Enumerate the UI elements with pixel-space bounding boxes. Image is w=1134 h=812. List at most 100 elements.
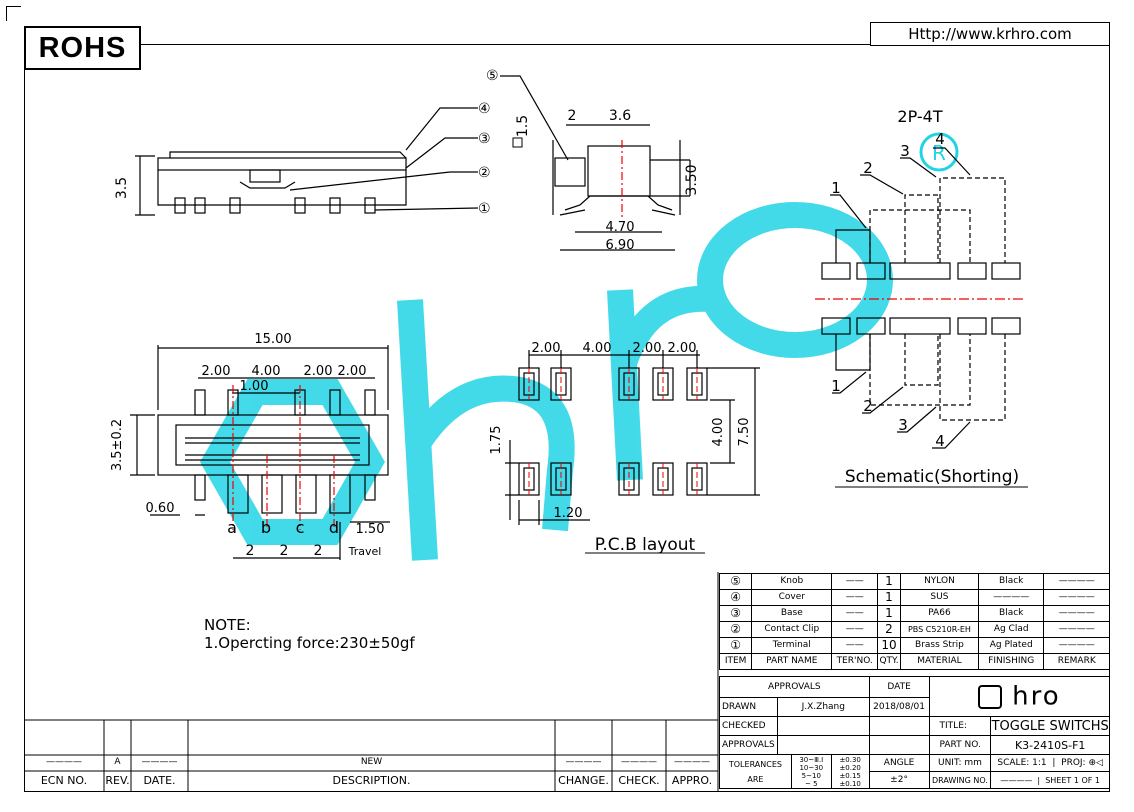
schematic-top-3: 3 — [900, 142, 910, 160]
schematic-top-1: 1 — [831, 179, 841, 197]
logo-text: hro — [1012, 681, 1061, 711]
pcb-dim-7-50: 7.50 — [737, 418, 752, 447]
schematic-bottom-2: 2 — [863, 397, 873, 415]
projection-icon: ⊕◁ — [1088, 757, 1103, 768]
bom-qty: 2 — [877, 621, 901, 638]
bom-part: Knob — [751, 573, 833, 590]
unit-label: UNIT: mm — [928, 754, 992, 772]
approvals-value — [776, 735, 870, 755]
bom-header-remark: REMARK — [1043, 653, 1110, 670]
rev-ecn-value: ———— — [46, 757, 82, 767]
corner-mark — [6, 6, 21, 21]
angle-value: ±2° — [868, 771, 930, 789]
revision-block-lines — [24, 572, 719, 792]
side-view — [135, 107, 479, 216]
section-dim-4-70: 4.70 — [606, 220, 635, 235]
watermark-o — [697, 202, 893, 358]
bom-material: Brass Strip — [899, 637, 979, 654]
tol-range: 10~30 — [799, 763, 824, 772]
bom-header-item: ITEM — [718, 653, 753, 670]
bom-remark: ———— — [1043, 621, 1110, 638]
bom-part: Contact Clip — [751, 621, 833, 638]
bom-material: SUS — [899, 589, 979, 606]
bom-remark: ———— — [1043, 573, 1110, 590]
tol-ranges: 30~Ⅲ.I 10~30 5~10 ~ 5 — [790, 754, 832, 789]
bom-part: Cover — [751, 589, 833, 606]
step-1: 2 — [246, 543, 255, 559]
drawing-frame — [24, 44, 1110, 792]
bom-ter: —— — [831, 573, 879, 590]
title-value: TOGGLE SWITCHS — [990, 716, 1110, 736]
top-dim-4-00: 4.00 — [252, 364, 281, 379]
bom-finish: Black — [977, 573, 1045, 590]
top-view — [130, 345, 390, 560]
top-dim-3-5: 3.5±0.2 — [110, 419, 125, 471]
section-dim-1-5: 1.5 — [515, 115, 531, 137]
bom-part: Base — [751, 605, 833, 622]
approvals-header: APPROVALS — [719, 676, 870, 698]
rev-change-value: ———— — [565, 757, 602, 767]
balloon-3: ③ — [478, 131, 491, 147]
balloon-5: ⑤ — [486, 68, 499, 84]
step-2: 2 — [280, 543, 289, 559]
note-line-1: 1.Opercting force:230±50gf — [204, 634, 415, 652]
section-box-symbol — [512, 137, 523, 148]
step-3: 2 — [314, 543, 323, 559]
pcb-dim-2-00-b: 2.00 — [633, 341, 662, 356]
scale-proj: SCALE: 1:1 | PROJ: ⊕◁ — [990, 754, 1110, 772]
bom-finish: ———— — [977, 589, 1045, 606]
scale-label: SCALE: — [997, 757, 1030, 768]
balloon-2: ② — [478, 165, 491, 181]
position-b: b — [261, 518, 271, 537]
rev-rev-value: A — [114, 757, 121, 767]
position-d: d — [329, 518, 339, 537]
section-dim-2: 2 — [568, 108, 577, 124]
tol-value: ±0.15 — [839, 771, 861, 780]
pcb-dim-2-00-c: 2.00 — [668, 341, 697, 356]
part-no-value: K3-2410S-F1 — [990, 735, 1110, 755]
angle-label: ANGLE — [868, 754, 930, 772]
top-dim-1-50: 1.50 — [356, 522, 385, 537]
bom-header-material: MATERIAL — [899, 653, 979, 670]
rev-header-date: DATE. — [143, 774, 176, 787]
position-a: a — [227, 518, 237, 537]
tol-range: 30~Ⅲ.I — [799, 755, 824, 764]
bom-ter: —— — [831, 621, 879, 638]
proj-label: PROJ: — [1061, 757, 1086, 768]
bom-header-finish: FINISHING — [977, 653, 1045, 670]
side-height-label: 3.5 — [114, 177, 130, 199]
schematic-bottom-3: 3 — [898, 416, 908, 434]
pcb-title: P.C.B layout — [595, 535, 696, 555]
bom-finish: Black — [977, 605, 1045, 622]
bom-material: PBS C5210R-EH — [899, 621, 979, 638]
pcb-dim-4-00: 4.00 — [583, 341, 612, 356]
rev-header-check: CHECK. — [618, 774, 660, 787]
website-url[interactable]: Http://www.krhro.com — [870, 22, 1110, 46]
sheet-label: SHEET 1 OF 1 — [1045, 775, 1101, 785]
bom-item: ⑤ — [718, 573, 753, 590]
part-no-label: PART NO. — [928, 735, 992, 755]
schematic-title: Schematic(Shorting) — [845, 467, 1019, 487]
pcb-dim-2-00-a: 2.00 — [532, 341, 561, 356]
top-dim-2-00-b: 2.00 — [304, 364, 333, 379]
bom-ter: —— — [831, 605, 879, 622]
tolerances-label: TOLERANCES ARE — [719, 754, 792, 789]
drawn-label: DRAWN — [719, 697, 778, 717]
rev-appro-value: ———— — [674, 757, 710, 767]
checked-value — [776, 716, 870, 736]
rev-date-value: ———— — [141, 757, 178, 767]
tol-value: ±0.10 — [839, 779, 861, 788]
rev-check-value: ———— — [621, 757, 657, 767]
rev-header-rev: REV. — [105, 774, 130, 787]
bom-header-ter: TER'NO. — [831, 653, 879, 670]
bom-qty: 1 — [877, 589, 901, 606]
balloon-1: ① — [478, 201, 491, 217]
section-dim-3-50: 3.50 — [684, 164, 700, 195]
tol-value: ±0.30 — [839, 755, 861, 764]
bom-item: ③ — [718, 605, 753, 622]
